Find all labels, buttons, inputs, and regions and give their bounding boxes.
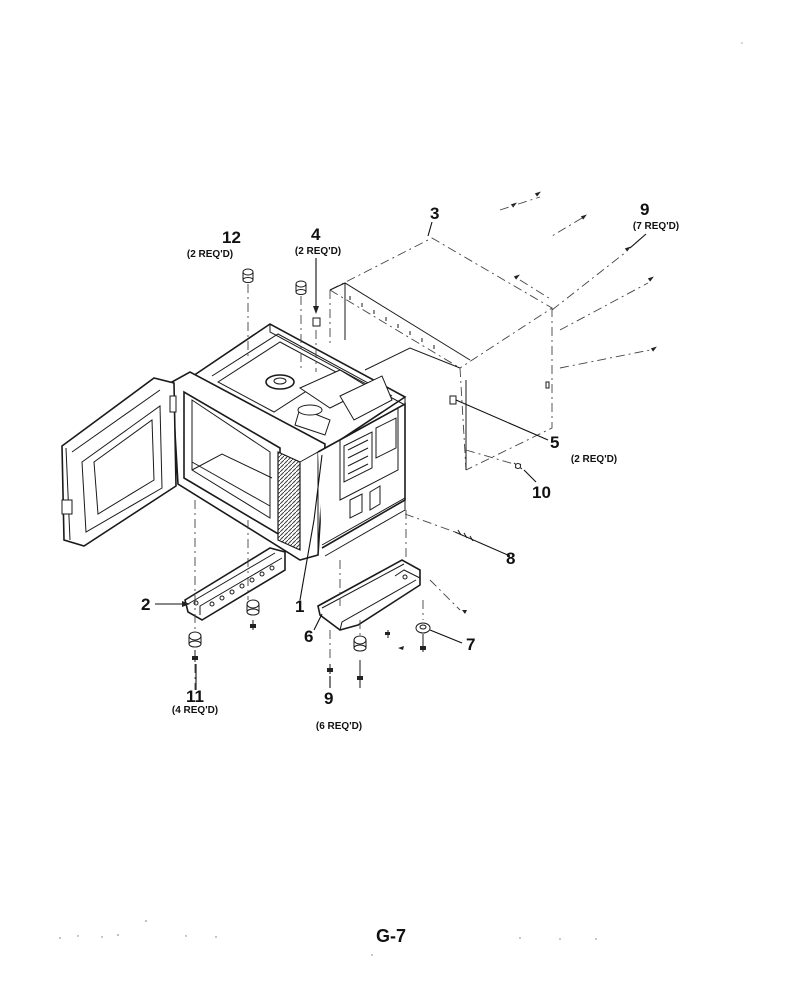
callout-1: 1 bbox=[295, 597, 304, 616]
callout-9-bottom: 9 (6 REQ'D) bbox=[316, 689, 362, 732]
callout-8: 8 bbox=[506, 549, 515, 568]
leader-lines bbox=[155, 221, 647, 690]
callout-5: 5 (2 REQ'D) bbox=[550, 433, 617, 465]
svg-text:11: 11 bbox=[186, 687, 204, 706]
callout-6: 6 bbox=[304, 627, 313, 646]
callout-9-top: 9 (7 REQ'D) bbox=[633, 200, 679, 232]
svg-text:8: 8 bbox=[506, 549, 515, 568]
svg-text:9: 9 bbox=[324, 689, 333, 708]
svg-text:(2 REQ'D): (2 REQ'D) bbox=[295, 246, 341, 257]
svg-text:5: 5 bbox=[550, 433, 559, 452]
svg-text:(2 REQ'D): (2 REQ'D) bbox=[187, 249, 233, 260]
svg-text:(4 REQ'D): (4 REQ'D) bbox=[172, 705, 218, 716]
svg-text:3: 3 bbox=[430, 204, 439, 223]
svg-text:7: 7 bbox=[466, 635, 475, 654]
svg-text:1: 1 bbox=[295, 597, 304, 616]
oven-door bbox=[61, 377, 177, 547]
callout-4: 4 (2 REQ'D) bbox=[295, 225, 341, 257]
callout-11: 11 (4 REQ'D) bbox=[172, 687, 218, 716]
outer-cabinet bbox=[312, 237, 553, 471]
cabinet-clip-slot bbox=[312, 317, 321, 327]
cabinet-screws bbox=[465, 191, 657, 470]
top-fasteners bbox=[242, 268, 317, 372]
svg-text:2: 2 bbox=[141, 595, 150, 614]
svg-text:12: 12 bbox=[222, 228, 241, 247]
svg-text:9: 9 bbox=[640, 200, 649, 219]
control-panel bbox=[277, 451, 301, 551]
transformer bbox=[343, 431, 373, 483]
scan-specks bbox=[59, 42, 743, 956]
callout-7: 7 bbox=[466, 635, 475, 654]
svg-text:4: 4 bbox=[311, 225, 321, 244]
svg-text:(7 REQ'D): (7 REQ'D) bbox=[633, 221, 679, 232]
svg-text:10: 10 bbox=[532, 483, 551, 502]
svg-text:6: 6 bbox=[304, 627, 313, 646]
page-label: G-7 bbox=[376, 926, 406, 946]
left-base-rail bbox=[184, 500, 286, 690]
callout-12: 12 (2 REQ'D) bbox=[187, 228, 241, 260]
cabinet-clip-slot bbox=[449, 395, 457, 405]
svg-text:(2 REQ'D): (2 REQ'D) bbox=[571, 454, 617, 465]
callout-2: 2 bbox=[141, 595, 150, 614]
screw-8 bbox=[404, 513, 511, 557]
oven-chassis bbox=[171, 323, 407, 561]
right-base-bracket bbox=[317, 510, 467, 688]
callout-3: 3 bbox=[430, 204, 439, 223]
callout-10: 10 bbox=[532, 483, 551, 502]
svg-text:(6 REQ'D): (6 REQ'D) bbox=[316, 721, 362, 732]
